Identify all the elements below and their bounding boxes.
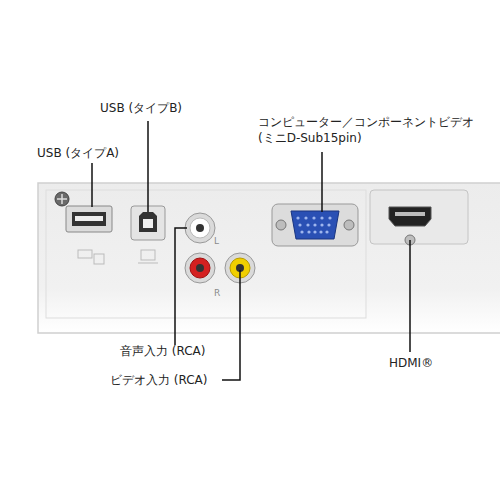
hdmi-contacts <box>395 212 425 216</box>
vga-pins <box>296 216 331 233</box>
rear-panel <box>38 183 500 333</box>
leader-line <box>91 163 93 207</box>
leader-lines <box>92 121 410 380</box>
rca-red-ring <box>190 258 210 278</box>
leader-line <box>175 228 187 345</box>
port-label: HDMI® <box>389 355 469 371</box>
rca-jack <box>185 253 215 283</box>
usb-icon <box>94 254 104 264</box>
leader-line <box>409 240 411 352</box>
computer-icon <box>138 263 158 264</box>
rca-hole <box>196 264 204 272</box>
port-label: コンピューター／コンポーネントビデオ (ミニD-Sub15pin) <box>258 114 500 146</box>
panel-inset <box>46 190 366 318</box>
rca-white-ring <box>190 218 210 238</box>
port-label: ビデオ入力 (RCA) <box>110 372 220 388</box>
vga-connector <box>291 211 339 239</box>
hdmi-port <box>389 207 431 226</box>
screw <box>55 192 69 206</box>
port-label: R <box>214 288 228 298</box>
leader-line <box>321 152 323 212</box>
port-label: 音声入力 (RCA) <box>120 343 250 359</box>
vga-port <box>272 204 358 246</box>
usb-b-tongue <box>143 219 153 228</box>
computer-icon <box>141 250 155 260</box>
hdmi-housing <box>370 190 468 244</box>
vga-screw <box>344 220 354 230</box>
usb-icon <box>78 250 92 258</box>
usb-a-opening <box>72 212 106 226</box>
port-label: USB (タイプA) <box>37 145 157 161</box>
screw-slot <box>57 194 67 204</box>
port-label: USB (タイプB) <box>100 100 220 116</box>
leader-line <box>147 121 149 212</box>
usb-b-opening <box>139 212 157 232</box>
usb-a-port <box>66 206 112 232</box>
leader-line <box>222 270 240 380</box>
vga-screw <box>276 220 286 230</box>
rca-hole <box>196 224 204 232</box>
usb-a-tongue <box>75 216 103 221</box>
rca-jack <box>185 213 215 243</box>
port-label: L <box>214 236 228 246</box>
